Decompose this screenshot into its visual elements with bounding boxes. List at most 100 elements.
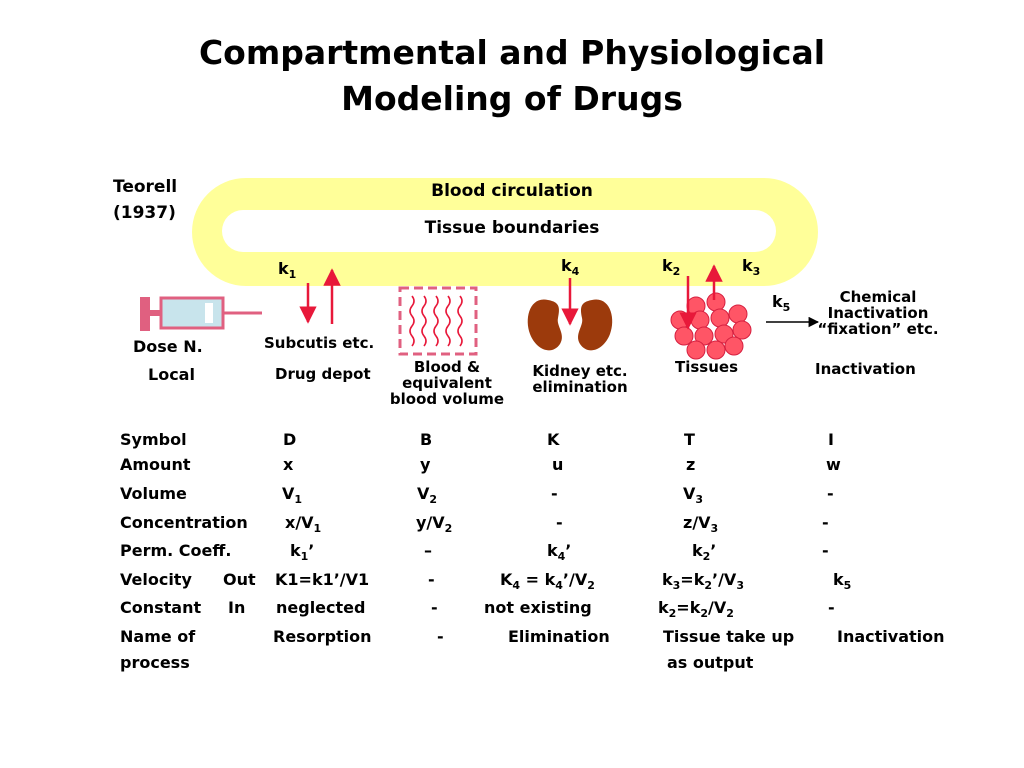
cell-subscript: 3	[736, 579, 744, 593]
cell-subscript: 2	[700, 607, 708, 621]
cell-subscript: 1	[294, 493, 303, 507]
inactivation-label: Inactivation	[815, 360, 916, 378]
cell-subscript: 1	[300, 550, 309, 564]
table-cell: K4 = k4’/V2	[500, 570, 595, 592]
syringe-icon	[140, 296, 262, 331]
kidney-icon	[527, 299, 613, 351]
k2-subscript: 2	[672, 265, 681, 279]
subcutis-label: Subcutis etc.	[264, 334, 375, 352]
table-cell: k3=k2’/V3	[662, 570, 744, 592]
cell-subscript: 4	[512, 579, 521, 593]
table-cell: x	[283, 455, 294, 474]
table-cell: k4’	[547, 541, 571, 563]
table-cell: Elimination	[508, 627, 610, 646]
cell-subscript: 2	[726, 607, 734, 621]
cell-subscript: 4	[555, 579, 563, 593]
table-cell: -	[822, 541, 829, 560]
k5-subscript: 5	[782, 301, 791, 315]
table-cell: w	[826, 455, 841, 474]
table-cell: -	[822, 513, 829, 532]
k3-label: k3	[742, 256, 760, 278]
cell-text: ’/V	[562, 570, 588, 589]
chemical-label-line-3: “fixation” etc.	[817, 320, 939, 338]
blood-compartment-label: Blood & equivalent blood volume	[380, 359, 514, 407]
table-cell: Symbol	[120, 430, 187, 449]
cell-text: k	[547, 541, 558, 560]
cell-subscript: 2	[587, 579, 595, 593]
table-cell: Velocity	[120, 570, 192, 589]
author-year: (1937)	[113, 203, 176, 223]
k1-subscript: 1	[288, 268, 297, 282]
cell-text: y/V	[416, 513, 445, 532]
cell-text: V	[282, 484, 295, 503]
k4-label: k4	[561, 256, 579, 278]
cell-text: x/V	[285, 513, 314, 532]
page-title: Compartmental and Physiological Modeling…	[0, 30, 1024, 122]
kidney-label: Kidney etc. elimination	[512, 363, 648, 395]
table-cell: y	[420, 455, 431, 474]
cell-text: k	[833, 570, 844, 589]
chemical-inactivation-label: Chemical Inactivation “fixation” etc.	[808, 289, 948, 337]
table-cell: Perm. Coeff.	[120, 541, 232, 560]
table-cell: k2’	[692, 541, 716, 563]
title-line-2: Modeling of Drugs	[341, 79, 683, 118]
cell-text: ’/V	[712, 570, 737, 589]
cell-subscript: 1	[313, 522, 322, 536]
table-cell: Amount	[120, 455, 191, 474]
k4-letter: k	[561, 256, 572, 275]
cell-text: /V	[708, 598, 727, 617]
chemical-label-line-2: Inactivation	[827, 304, 929, 322]
table-cell: Inactivation	[837, 627, 945, 646]
local-label: Local	[148, 365, 195, 384]
table-cell: k2=k2/V2	[658, 598, 734, 620]
k2-label: k2	[662, 256, 680, 278]
table-cell: Concentration	[120, 513, 248, 532]
table-cell: K1=k1’/V1	[275, 570, 370, 589]
table-cell: x/V1	[285, 513, 321, 535]
drug-depot-label: Drug depot	[275, 365, 371, 383]
k4-subscript: 4	[571, 265, 580, 279]
cell-text: K	[500, 570, 513, 589]
cell-subscript: 3	[695, 493, 704, 507]
table-cell: –	[424, 541, 432, 560]
table-cell: -	[437, 627, 444, 646]
table-cell: Volume	[120, 484, 187, 503]
cell-subscript: 2	[668, 607, 677, 621]
title-line-1: Compartmental and Physiological	[198, 33, 826, 72]
tissue-boundaries-band	[222, 210, 776, 252]
cell-text: k	[692, 541, 703, 560]
k1-label: k1	[278, 259, 296, 281]
table-cell: -	[556, 513, 563, 532]
k3-letter: k	[742, 256, 753, 275]
dose-label: Dose N.	[133, 337, 203, 356]
table-cell: u	[552, 455, 564, 474]
table-cell: D	[283, 430, 297, 449]
author-name: Teorell	[113, 177, 178, 197]
table-cell: I	[828, 430, 834, 449]
table-cell: Out	[223, 570, 256, 589]
cell-subscript: 4	[557, 550, 566, 564]
blood-label-line-1: Blood &	[413, 358, 481, 376]
tissues-label: Tissues	[675, 358, 739, 376]
table-cell: V2	[417, 484, 437, 506]
cell-prime: ’	[308, 541, 315, 560]
cell-subscript: 2	[429, 493, 438, 507]
cell-prime: ’	[565, 541, 572, 560]
k2-letter: k	[662, 256, 673, 275]
table-cell: -	[828, 598, 835, 617]
cell-subscript: 2	[702, 550, 711, 564]
table-cell: B	[420, 430, 433, 449]
table-cell: process	[120, 653, 190, 672]
blood-label-line-3: blood volume	[389, 390, 505, 408]
kidney-label-line-2: elimination	[532, 378, 628, 396]
k5-letter: k	[772, 292, 783, 311]
cell-text: V	[683, 484, 696, 503]
k1-letter: k	[278, 259, 289, 278]
table-cell: In	[228, 598, 246, 617]
table-cell: -	[428, 570, 435, 589]
cell-text: k	[658, 598, 669, 617]
tissue-boundaries-label: Tissue boundaries	[424, 218, 600, 238]
author-citation: Teorell (1937)	[113, 174, 177, 226]
table-cell: Name of	[120, 627, 196, 646]
